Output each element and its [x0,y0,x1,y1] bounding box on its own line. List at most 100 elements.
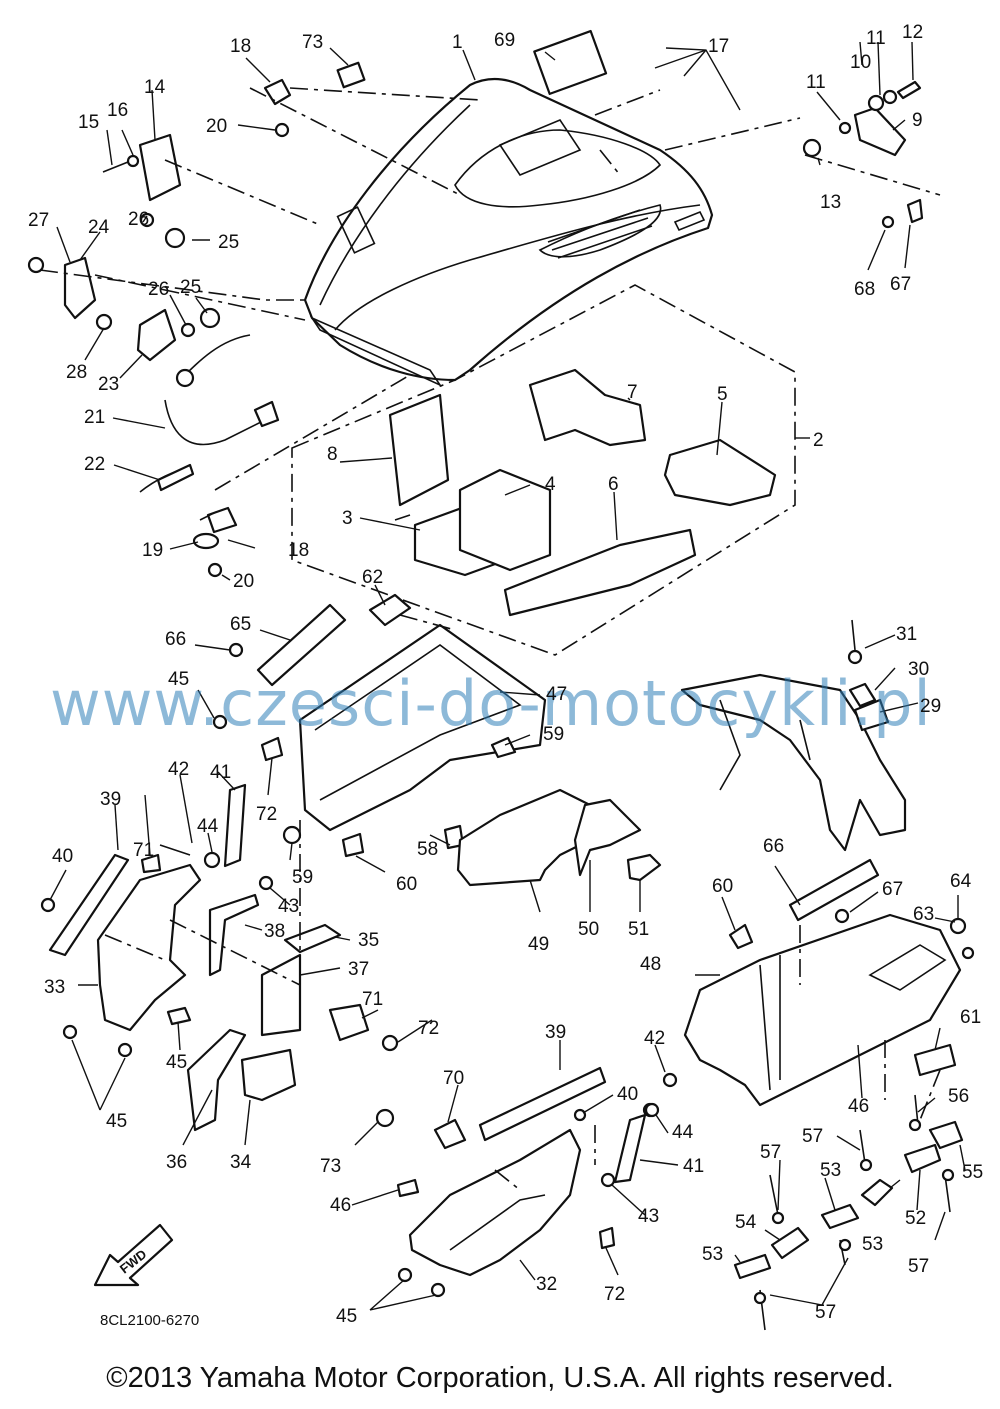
callout: 52 [905,1208,926,1229]
callout: 35 [358,930,379,951]
callout: 60 [396,874,417,895]
callout: 66 [763,836,784,857]
callout: 53 [862,1234,883,1255]
callout: 48 [640,954,661,975]
callout: 11 [866,28,886,49]
callout: 17 [708,36,729,57]
callout: 39 [100,789,121,810]
callout: 3 [342,508,353,529]
left-top-hardware [27,78,292,578]
left-lower-group [40,783,399,1132]
callout: 9 [912,110,923,131]
callout: 44 [197,816,219,837]
callout: 71 [362,989,383,1010]
callout: 19 [142,540,163,561]
callout: 62 [362,567,383,588]
foam-pieces [388,368,777,617]
side-panels-50-52 [456,788,662,887]
callout: 45 [168,669,189,690]
callout: 72 [418,1018,439,1039]
watermark-text: www.czesci-do-motocykli.pl [50,667,932,740]
callout: 29 [920,696,941,717]
callout: 15 [78,112,99,133]
callout: 47 [546,684,567,705]
callout: 41 [210,762,231,783]
callout: 50 [578,919,599,940]
callout: 51 [628,919,649,940]
callout: 40 [617,1084,638,1105]
callout: 21 [84,407,105,428]
callout: 43 [638,1206,659,1227]
callout: 23 [98,374,119,395]
callout: 69 [494,30,515,51]
callout: 5 [717,384,728,405]
callout: 63 [913,904,934,925]
callout: 25 [180,277,201,298]
callout: 27 [28,210,49,231]
callout: 20 [233,571,254,592]
inner-panel-group [212,593,547,858]
callout: 37 [348,959,369,980]
foam-5 [663,438,777,507]
callout: 57 [908,1256,929,1277]
callout: 54 [735,1212,757,1233]
callout: 2 [813,430,824,451]
callout: 40 [52,846,73,867]
callout: 44 [672,1122,694,1143]
callout: 73 [320,1156,341,1177]
callout: 72 [256,804,277,825]
callout: 34 [230,1152,252,1173]
callout: 22 [84,454,105,475]
copyright-notice: ©2013 Yamaha Motor Corporation, U.S.A. A… [106,1362,894,1394]
callout: 67 [890,274,911,295]
callout: 14 [144,77,166,98]
callout: 18 [230,36,251,57]
callout: 46 [848,1096,869,1117]
callout: 73 [302,32,323,53]
leader-lines [39,41,966,1311]
foam-4 [458,468,552,572]
callout: 33 [44,977,65,998]
callout: 55 [962,1162,983,1183]
callout: 49 [528,934,549,955]
callout: 64 [950,871,972,892]
right-top-hardware [336,29,924,229]
callout: 57 [802,1126,823,1147]
callout: 70 [443,1068,464,1089]
callout: 58 [417,839,438,860]
callout: 68 [854,279,875,300]
hood-part-1 [303,77,714,387]
callout: 66 [165,629,186,650]
callout: 12 [902,22,923,43]
callout: 16 [107,100,128,121]
callout: 57 [815,1302,836,1323]
callout: 61 [960,1007,981,1028]
callout: 53 [820,1160,841,1181]
callout: 67 [882,879,903,900]
callout: 11 [806,72,826,93]
foam-7 [528,368,647,447]
right-lower-group [644,858,975,1331]
callout: 30 [908,659,929,680]
foam-6 [503,528,697,617]
callout: 39 [545,1022,566,1043]
center-lower-group [375,1066,658,1298]
callout: 57 [760,1142,781,1163]
callout: 38 [264,921,285,942]
callout: 4 [545,474,556,495]
callout: 26 [128,209,149,230]
foam-8 [388,393,450,507]
callout: 8 [327,444,338,465]
callout: 6 [608,474,619,495]
callout: 18 [288,540,309,561]
callout: 45 [166,1052,187,1073]
callout: 43 [278,896,299,917]
callout: 13 [820,192,841,213]
callout: 45 [336,1306,357,1327]
callout: 45 [106,1111,127,1132]
right-frame-bracket [680,619,907,852]
callout-labels: 1 2 3 4 5 6 7 8 9 10 11 11 12 13 14 15 1… [28,22,983,1327]
callout: 42 [168,759,189,780]
callout: 31 [896,624,917,645]
